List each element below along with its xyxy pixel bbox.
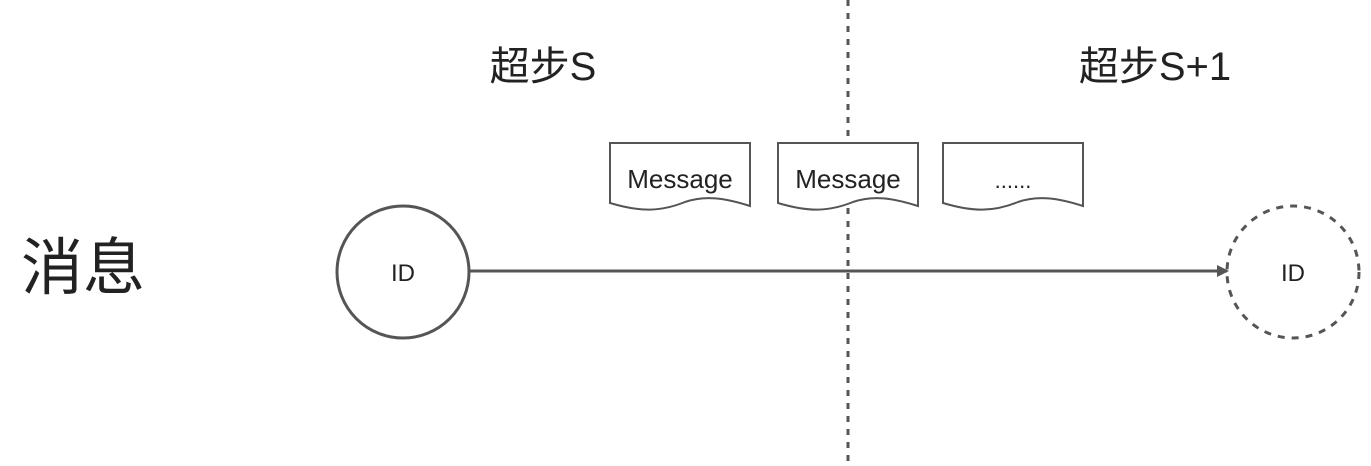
- message-label: ......: [995, 168, 1032, 193]
- target-vertex-label: ID: [1281, 260, 1305, 287]
- superstep-right-label: 超步S+1: [1079, 45, 1231, 89]
- row-label: 消息: [21, 234, 145, 303]
- message-box: ......: [942, 142, 1084, 211]
- superstep-left-label: 超步S: [490, 45, 597, 89]
- target-vertex: ID: [1225, 204, 1361, 340]
- source-vertex: ID: [335, 204, 471, 340]
- source-vertex-label: ID: [391, 260, 415, 287]
- message-box: Message: [777, 142, 919, 211]
- message-label: Message: [795, 164, 901, 194]
- message-label: Message: [627, 164, 733, 194]
- message-box: Message: [609, 142, 751, 211]
